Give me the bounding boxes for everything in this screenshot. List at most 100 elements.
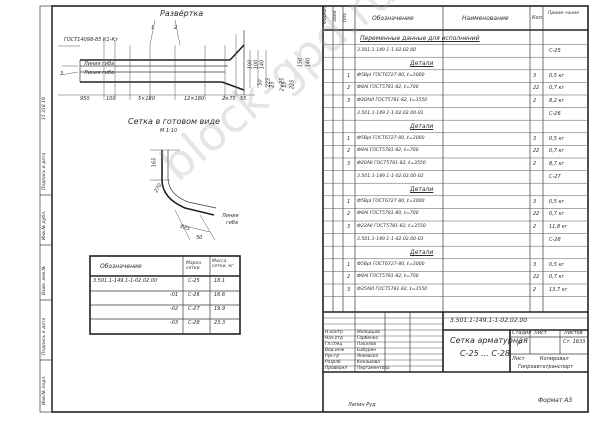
dim-right2: 225 (289, 79, 296, 90)
small-table-cell-mass: 23.3 (214, 320, 226, 326)
spec-cell-pos: 1 (347, 261, 351, 268)
spec-cell-qty: 3 (533, 261, 537, 268)
spec-cell-designation: Ф5ВрI ГОСТ6727-80, ℓ=3000 (357, 198, 425, 204)
spec-cell-note: 0,5 кг (549, 261, 565, 268)
tb-role: Вед.инж (325, 348, 345, 353)
dim-bottom: 55 (240, 96, 247, 102)
spec-cell-note: 0,7 кг (549, 85, 565, 92)
spec-cell-note: 13,7 кг (549, 287, 568, 293)
spec-cell-designation: Ф8АI ГОСТ5781-82, ℓ=700 (357, 85, 419, 91)
left-strip-label: 15 318 19 (42, 97, 47, 120)
spec-cell-note: С-28 (549, 236, 561, 243)
small-table-cell-designation: -03 (170, 320, 179, 326)
small-table-cell-mass: 16.6 (214, 292, 226, 298)
dim-right: 50 (257, 79, 264, 86)
spec-cell-designation: Ф20АII ГОСТ5781-82, ℓ=3550 (357, 161, 426, 166)
left-strip-label: Инв.№ подл. (42, 375, 47, 405)
copy-label: Копировал (540, 356, 569, 362)
small-table-cell-mark: С-28 (188, 320, 200, 326)
spec-cell-designation: Ф5ВрI ГОСТ6727-80, ℓ=3000 (357, 135, 425, 141)
spec-cell-pos: 2 (347, 274, 351, 281)
mesh-line-label: гиба (226, 220, 239, 226)
spec-cell-qty: 2 (533, 98, 537, 104)
tb-person: Пахалов (357, 342, 376, 347)
dim-bottom: 950 (80, 96, 90, 102)
sheet-text: Ст. 1633 (563, 339, 586, 345)
callout-3: 3 (60, 71, 64, 77)
stage-label: Стадия (512, 330, 532, 336)
spec-header-zone: Зона (333, 10, 338, 22)
unfold-title: Развёртка (160, 9, 204, 18)
tb-role: Н.контр (325, 330, 343, 335)
spec-cell-pos: 2 (347, 211, 351, 218)
spec-cell-pos: 1 (347, 72, 351, 79)
gost-label: ГОСТ14098-85 К1-Кт (64, 37, 118, 43)
small-table-cell-mark: С-25 (188, 278, 200, 284)
spec-cell-designation: Ф8АI ГОСТ5781-82, ℓ=700 (357, 274, 419, 280)
spec-cell-pos: 3 (347, 287, 351, 293)
callout-1: 1 (151, 25, 155, 31)
callout-2: 2 (174, 25, 178, 31)
title-name-1: Сетка арматурная (450, 336, 528, 345)
tb-role: Гл.спец (325, 342, 343, 347)
spec-cell-note: 0,7 кг (549, 148, 565, 155)
small-table-cell-designation: -02 (170, 306, 179, 312)
tb-role: Разраб. (325, 360, 342, 365)
spec-cell-note: 0,5 кг (549, 72, 565, 79)
tb-role: Проверил (325, 366, 348, 371)
spec-cell-note: 0,7 кг (549, 274, 565, 281)
spec-cell-note: 8,7 кг (549, 161, 565, 167)
spec-cell-pos: 3 (347, 161, 351, 167)
spec-cell-pos: 1 (347, 198, 351, 205)
small-table-cell-designation: 3.501.1-149.1-1-02.02.00 (93, 278, 158, 284)
tb-person: Бабурин (357, 348, 377, 353)
spec-cell-designation: 3.501.1-149.1-1-02.02.00-01 (357, 110, 424, 116)
spec-cell-note: С-26 (549, 110, 561, 117)
spec-cell-name: Детали (410, 60, 434, 68)
spec-cell-qty: 22 (533, 211, 540, 218)
small-table-cell-mark: С-27 (188, 306, 200, 312)
spec-cell-designation: Ф25АIII ГОСТ5781-82, ℓ=3550 (357, 287, 428, 292)
spec-cell-qty: 22 (533, 274, 540, 281)
small-table-header: Обозначение (100, 263, 142, 270)
sheet-format: Формат А3 (538, 397, 573, 404)
dim-bottom: 5×180 (138, 96, 155, 102)
spec-cell-qty: 2 (533, 161, 537, 167)
spec-cell-name: Детали (410, 186, 434, 194)
bend-line-label-2: Линия гиба (84, 70, 115, 76)
spec-cell-note: С-25 (549, 47, 561, 54)
dim-side: 140 (305, 57, 312, 68)
title-name-2: С-25 ... С-28 (460, 349, 511, 358)
small-table-cell-mass: 19.9 (214, 306, 226, 312)
tb-person: Горбенко (357, 336, 379, 341)
spec-cell-designation: 3.501.1-149.1-1-02.02.00 (357, 47, 417, 53)
dim-bottom: 2×75 (222, 96, 236, 102)
dim-right2: 15 (281, 81, 288, 88)
spec-cell-designation: Ф20АIII ГОСТ5781-82, ℓ=3550 (357, 98, 428, 103)
spec-cell-pos: 1 (347, 135, 351, 142)
tb-role: Рук.гр (325, 354, 340, 359)
spec-cell-designation: Ф22АII ГОСТ5781-82, ℓ=3550 (357, 224, 426, 229)
spec-cell-pos: 3 (347, 98, 351, 104)
spec-cell-designation: 3.501.1-149.1-1-02.02.00-02 (357, 173, 424, 179)
spec-header-qty: Кол. (532, 15, 544, 21)
spec-cell-note: 8,2 кг (549, 98, 565, 104)
small-table-header: Марка сетки (186, 261, 201, 271)
spec-header-name: Наименование (462, 15, 509, 22)
spec-header-format: Формат (323, 5, 328, 24)
mesh-line-label: Линия (222, 213, 239, 219)
spec-cell-note: С-27 (549, 173, 561, 180)
signer: Лапин Руд (348, 402, 376, 408)
dim-right2: 25 (269, 81, 276, 88)
spec-cell-note: 11,8 кг (549, 224, 568, 230)
spec-cell-name: Детали (410, 249, 434, 257)
bend-line-label-1: Линия гиба (84, 61, 115, 67)
sheets-label: Листов (564, 330, 583, 336)
mesh-dim: 50 (196, 235, 203, 241)
mesh-scale: М 1:10 (160, 128, 178, 134)
left-strip-label: Подпись и дата (42, 152, 47, 190)
spec-cell-note: 0,5 кг (549, 198, 565, 205)
list-label: Лист (512, 356, 525, 362)
title-code: 3.501.1-149.1-1-02.02.00 (450, 317, 528, 324)
